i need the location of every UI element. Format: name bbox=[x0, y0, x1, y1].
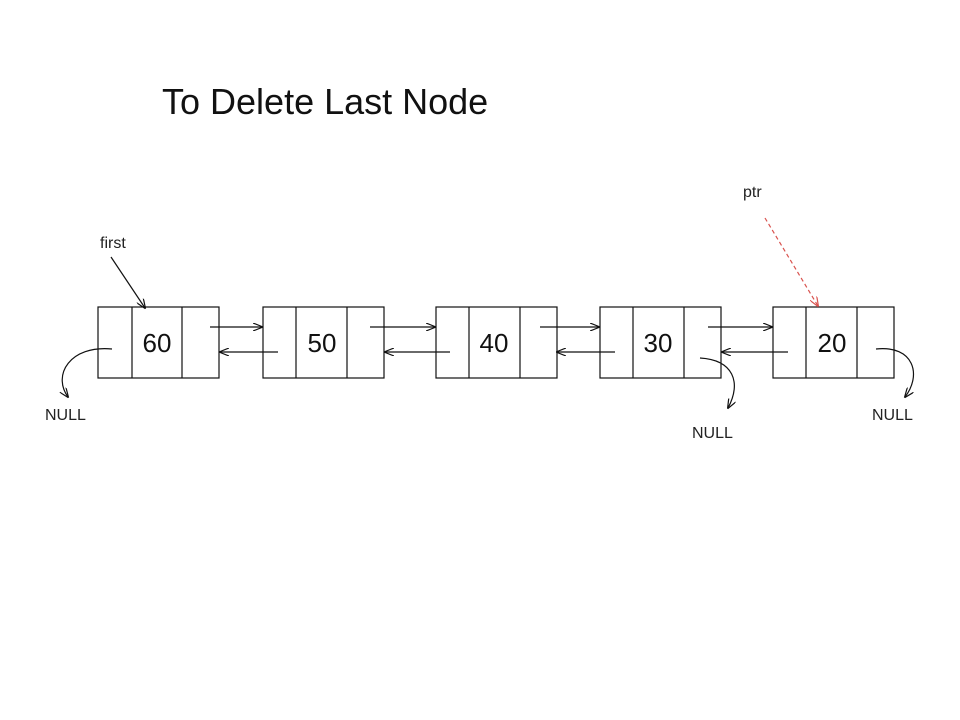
list-node-5: 20 bbox=[772, 306, 895, 379]
null-label-middle: NULL bbox=[692, 425, 733, 442]
first-pointer-label: first bbox=[100, 235, 126, 252]
node-value: 50 bbox=[308, 328, 337, 358]
node-value: 30 bbox=[644, 328, 673, 358]
list-node-1: 60 bbox=[97, 306, 220, 379]
slide-title: To Delete Last Node bbox=[162, 81, 489, 122]
node-value: 20 bbox=[818, 328, 847, 358]
node-box bbox=[435, 306, 558, 379]
node-box bbox=[262, 306, 385, 379]
null-arrow-middle bbox=[699, 357, 734, 408]
node-value: 60 bbox=[143, 328, 172, 358]
list-node-3: 40 bbox=[435, 306, 558, 379]
null-arrow-right bbox=[875, 348, 915, 397]
list-node-4: 30 bbox=[599, 306, 722, 379]
first-pointer-arrow bbox=[110, 256, 145, 308]
node-box bbox=[599, 306, 722, 379]
null-arrow-left bbox=[62, 348, 113, 397]
node-value: 40 bbox=[480, 328, 509, 358]
list-node-2: 50 bbox=[262, 306, 385, 379]
null-label-left: NULL bbox=[45, 407, 86, 424]
ptr-pointer-arrow bbox=[764, 217, 818, 306]
node-box bbox=[97, 306, 220, 379]
node-box bbox=[772, 306, 895, 379]
ptr-pointer-label: ptr bbox=[743, 184, 762, 201]
null-label-right: NULL bbox=[872, 407, 913, 424]
